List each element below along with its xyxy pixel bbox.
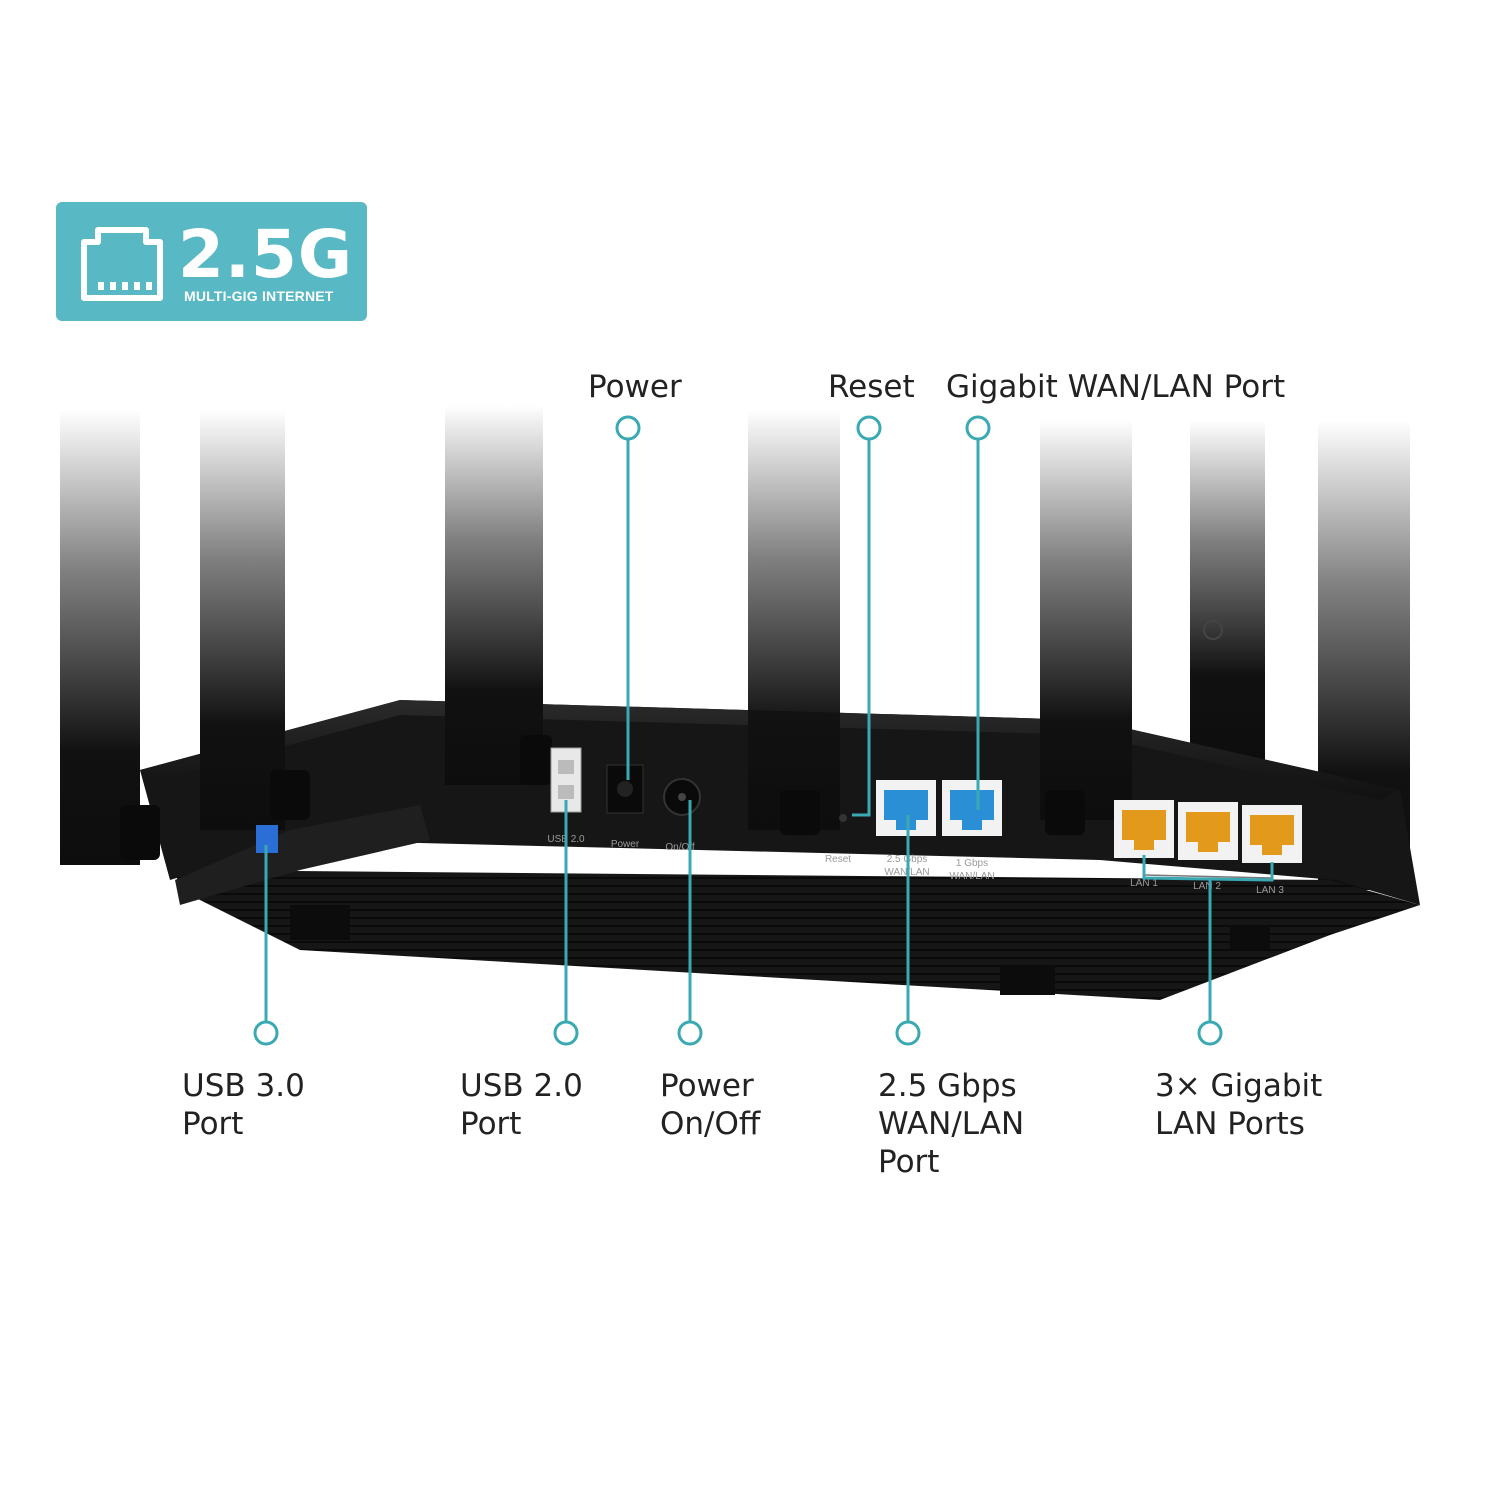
leader-lines <box>253 415 1274 1046</box>
leader-dot <box>553 1020 579 1046</box>
multi-gig-badge: 2.5G MULTI-GIG INTERNET <box>56 202 367 321</box>
leader-dot <box>677 1020 703 1046</box>
antenna-front-group <box>60 405 1223 865</box>
leader-dot <box>895 1020 921 1046</box>
leader-dot <box>965 415 991 441</box>
port-panel <box>256 747 1302 879</box>
callout-usb2-line2: Port <box>460 1106 522 1142</box>
leader-dot <box>856 415 882 441</box>
antenna <box>1040 420 1132 820</box>
callout-wan-25-line1: 2.5 Gbps <box>878 1068 1017 1104</box>
callout-wan-25-line2: WAN/LAN <box>878 1106 1025 1142</box>
device-label-reset: Reset <box>825 854 851 865</box>
callout-wan-25-line3: Port <box>878 1144 940 1180</box>
device-label-wan1-1: 1 Gbps <box>956 858 988 869</box>
callout-lan-line2: LAN Ports <box>1155 1106 1305 1142</box>
antenna <box>60 410 140 865</box>
usb3-port-icon <box>256 825 278 853</box>
callout-usb2: USB 2.0 Port <box>460 1067 583 1143</box>
callout-power-switch-line1: Power <box>660 1068 754 1104</box>
badge-subline: MULTI-GIG INTERNET <box>184 288 334 304</box>
callout-reset-text: Reset <box>828 369 915 405</box>
callout-usb3-line2: Port <box>182 1106 244 1142</box>
callout-power: Power <box>588 368 682 406</box>
callout-lan-ports: 3× Gigabit LAN Ports <box>1155 1067 1322 1143</box>
callout-power-text: Power <box>588 369 682 405</box>
antenna <box>748 410 840 830</box>
callout-usb3: USB 3.0 Port <box>182 1067 305 1143</box>
device-label-power: Power <box>611 839 640 850</box>
callout-usb2-line1: USB 2.0 <box>460 1068 583 1104</box>
callout-power-switch-line2: On/Off <box>660 1106 761 1142</box>
leader-dot <box>253 1020 279 1046</box>
antenna <box>200 410 285 830</box>
antenna <box>445 405 543 785</box>
callout-gigabit-wan-lan-text: Gigabit WAN/LAN Port <box>946 369 1286 405</box>
callout-lan-line1: 3× Gigabit <box>1155 1068 1323 1104</box>
ethernet-port-icon <box>81 227 163 301</box>
callout-power-switch: Power On/Off <box>660 1067 760 1143</box>
device-label-lan2: LAN 2 <box>1193 881 1221 892</box>
callout-wan-25: 2.5 Gbps WAN/LAN Port <box>878 1067 1024 1181</box>
device-label-wan1-2: WAN/LAN <box>949 871 994 882</box>
antenna <box>1190 420 1265 760</box>
callout-gigabit-wan-lan: Gigabit WAN/LAN Port <box>946 368 1285 406</box>
device-label-lan3: LAN 3 <box>1256 885 1284 896</box>
leader-dot <box>1197 1020 1223 1046</box>
device-label-onoff: On/Off <box>665 842 694 853</box>
leader-dot <box>615 415 641 441</box>
reset-hole-icon <box>839 814 847 822</box>
device-label-lan1: LAN 1 <box>1130 878 1158 889</box>
badge-headline: 2.5G <box>178 216 354 293</box>
brand-logo-icon <box>1203 620 1223 640</box>
callout-reset: Reset <box>828 368 915 406</box>
callout-usb3-line1: USB 3.0 <box>182 1068 305 1104</box>
